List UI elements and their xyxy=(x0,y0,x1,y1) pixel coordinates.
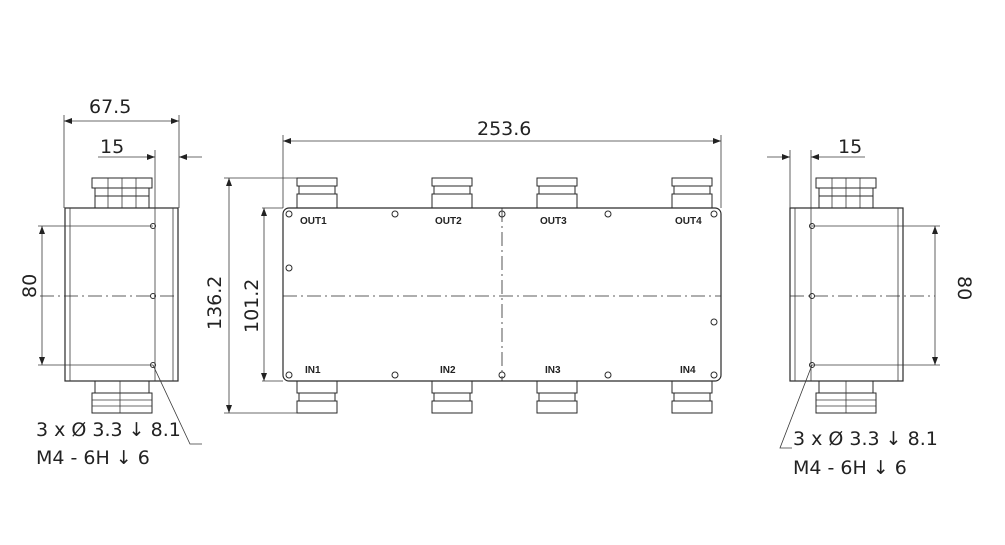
left-note-leader xyxy=(152,364,202,445)
dim-body-height-label: 101.2 xyxy=(241,279,263,333)
dim-body-height: 101.2 xyxy=(241,208,267,381)
dim-side-width-label: 67.5 xyxy=(89,96,131,118)
right-note-leader xyxy=(779,364,813,449)
dim-side-offset-right-label: 15 xyxy=(838,136,862,158)
dim-overall-length: 253.6 xyxy=(282,118,722,208)
dim-overall-length-label: 253.6 xyxy=(477,118,531,140)
front-screws xyxy=(285,210,718,379)
right-top-connector xyxy=(815,177,877,209)
dim-side-offset-left-label: 15 xyxy=(100,136,124,158)
out1-connector xyxy=(296,177,338,209)
right-hole-2 xyxy=(809,293,815,299)
in-connectors xyxy=(296,380,713,414)
in1-connector xyxy=(296,380,338,414)
in3-connector xyxy=(536,380,578,414)
out3-label: OUT3 xyxy=(540,216,567,227)
right-side-view: 15 80 3 x Ø 3.3 ↓ 8.1 M4 - 6H ↓ 6 xyxy=(767,136,975,479)
out3-connector xyxy=(536,177,578,209)
left-bottom-connector xyxy=(91,380,153,414)
left-side-view: 67.5 15 80 3 x Ø 3.3 ↓ 8.1 M4 - 6H ↓ 6 xyxy=(19,96,202,469)
left-note-line1: 3 x Ø 3.3 ↓ 8.1 xyxy=(36,419,181,441)
in2-connector xyxy=(431,380,473,414)
in3-label: IN3 xyxy=(545,365,561,376)
dim-side-width: 67.5 xyxy=(63,96,180,208)
in4-label: IN4 xyxy=(680,365,696,376)
out2-connector xyxy=(431,177,473,209)
right-note-line1: 3 x Ø 3.3 ↓ 8.1 xyxy=(793,428,938,450)
left-hole-2 xyxy=(150,293,156,299)
left-top-connector xyxy=(91,177,153,209)
right-note-line2: M4 - 6H ↓ 6 xyxy=(793,457,907,479)
dim-overall-height: 136.2 xyxy=(204,177,297,414)
right-body xyxy=(789,207,904,382)
out-connectors xyxy=(296,177,713,209)
right-bottom-connector xyxy=(815,380,877,414)
dim-overall-height-label: 136.2 xyxy=(204,276,226,330)
dim-hole-spacing-right-label: 80 xyxy=(953,276,975,300)
out4-label: OUT4 xyxy=(675,216,702,227)
out4-connector xyxy=(671,177,713,209)
dim-hole-spacing-right: 80 xyxy=(812,225,975,366)
in1-label: IN1 xyxy=(305,365,321,376)
in4-connector xyxy=(671,380,713,414)
in2-label: IN2 xyxy=(440,365,456,376)
dim-hole-spacing-left-label: 80 xyxy=(19,274,41,298)
dim-side-offset-right: 15 xyxy=(767,136,865,208)
dim-hole-spacing-left: 80 xyxy=(19,225,153,366)
left-body xyxy=(64,207,179,382)
dim-side-offset-left: 15 xyxy=(98,136,202,208)
out1-label: OUT1 xyxy=(300,216,327,227)
front-view: OUT1 OUT2 OUT3 OUT4 IN1 IN2 IN3 IN4 xyxy=(204,118,722,414)
out2-label: OUT2 xyxy=(435,216,462,227)
left-note-line2: M4 - 6H ↓ 6 xyxy=(36,447,150,469)
